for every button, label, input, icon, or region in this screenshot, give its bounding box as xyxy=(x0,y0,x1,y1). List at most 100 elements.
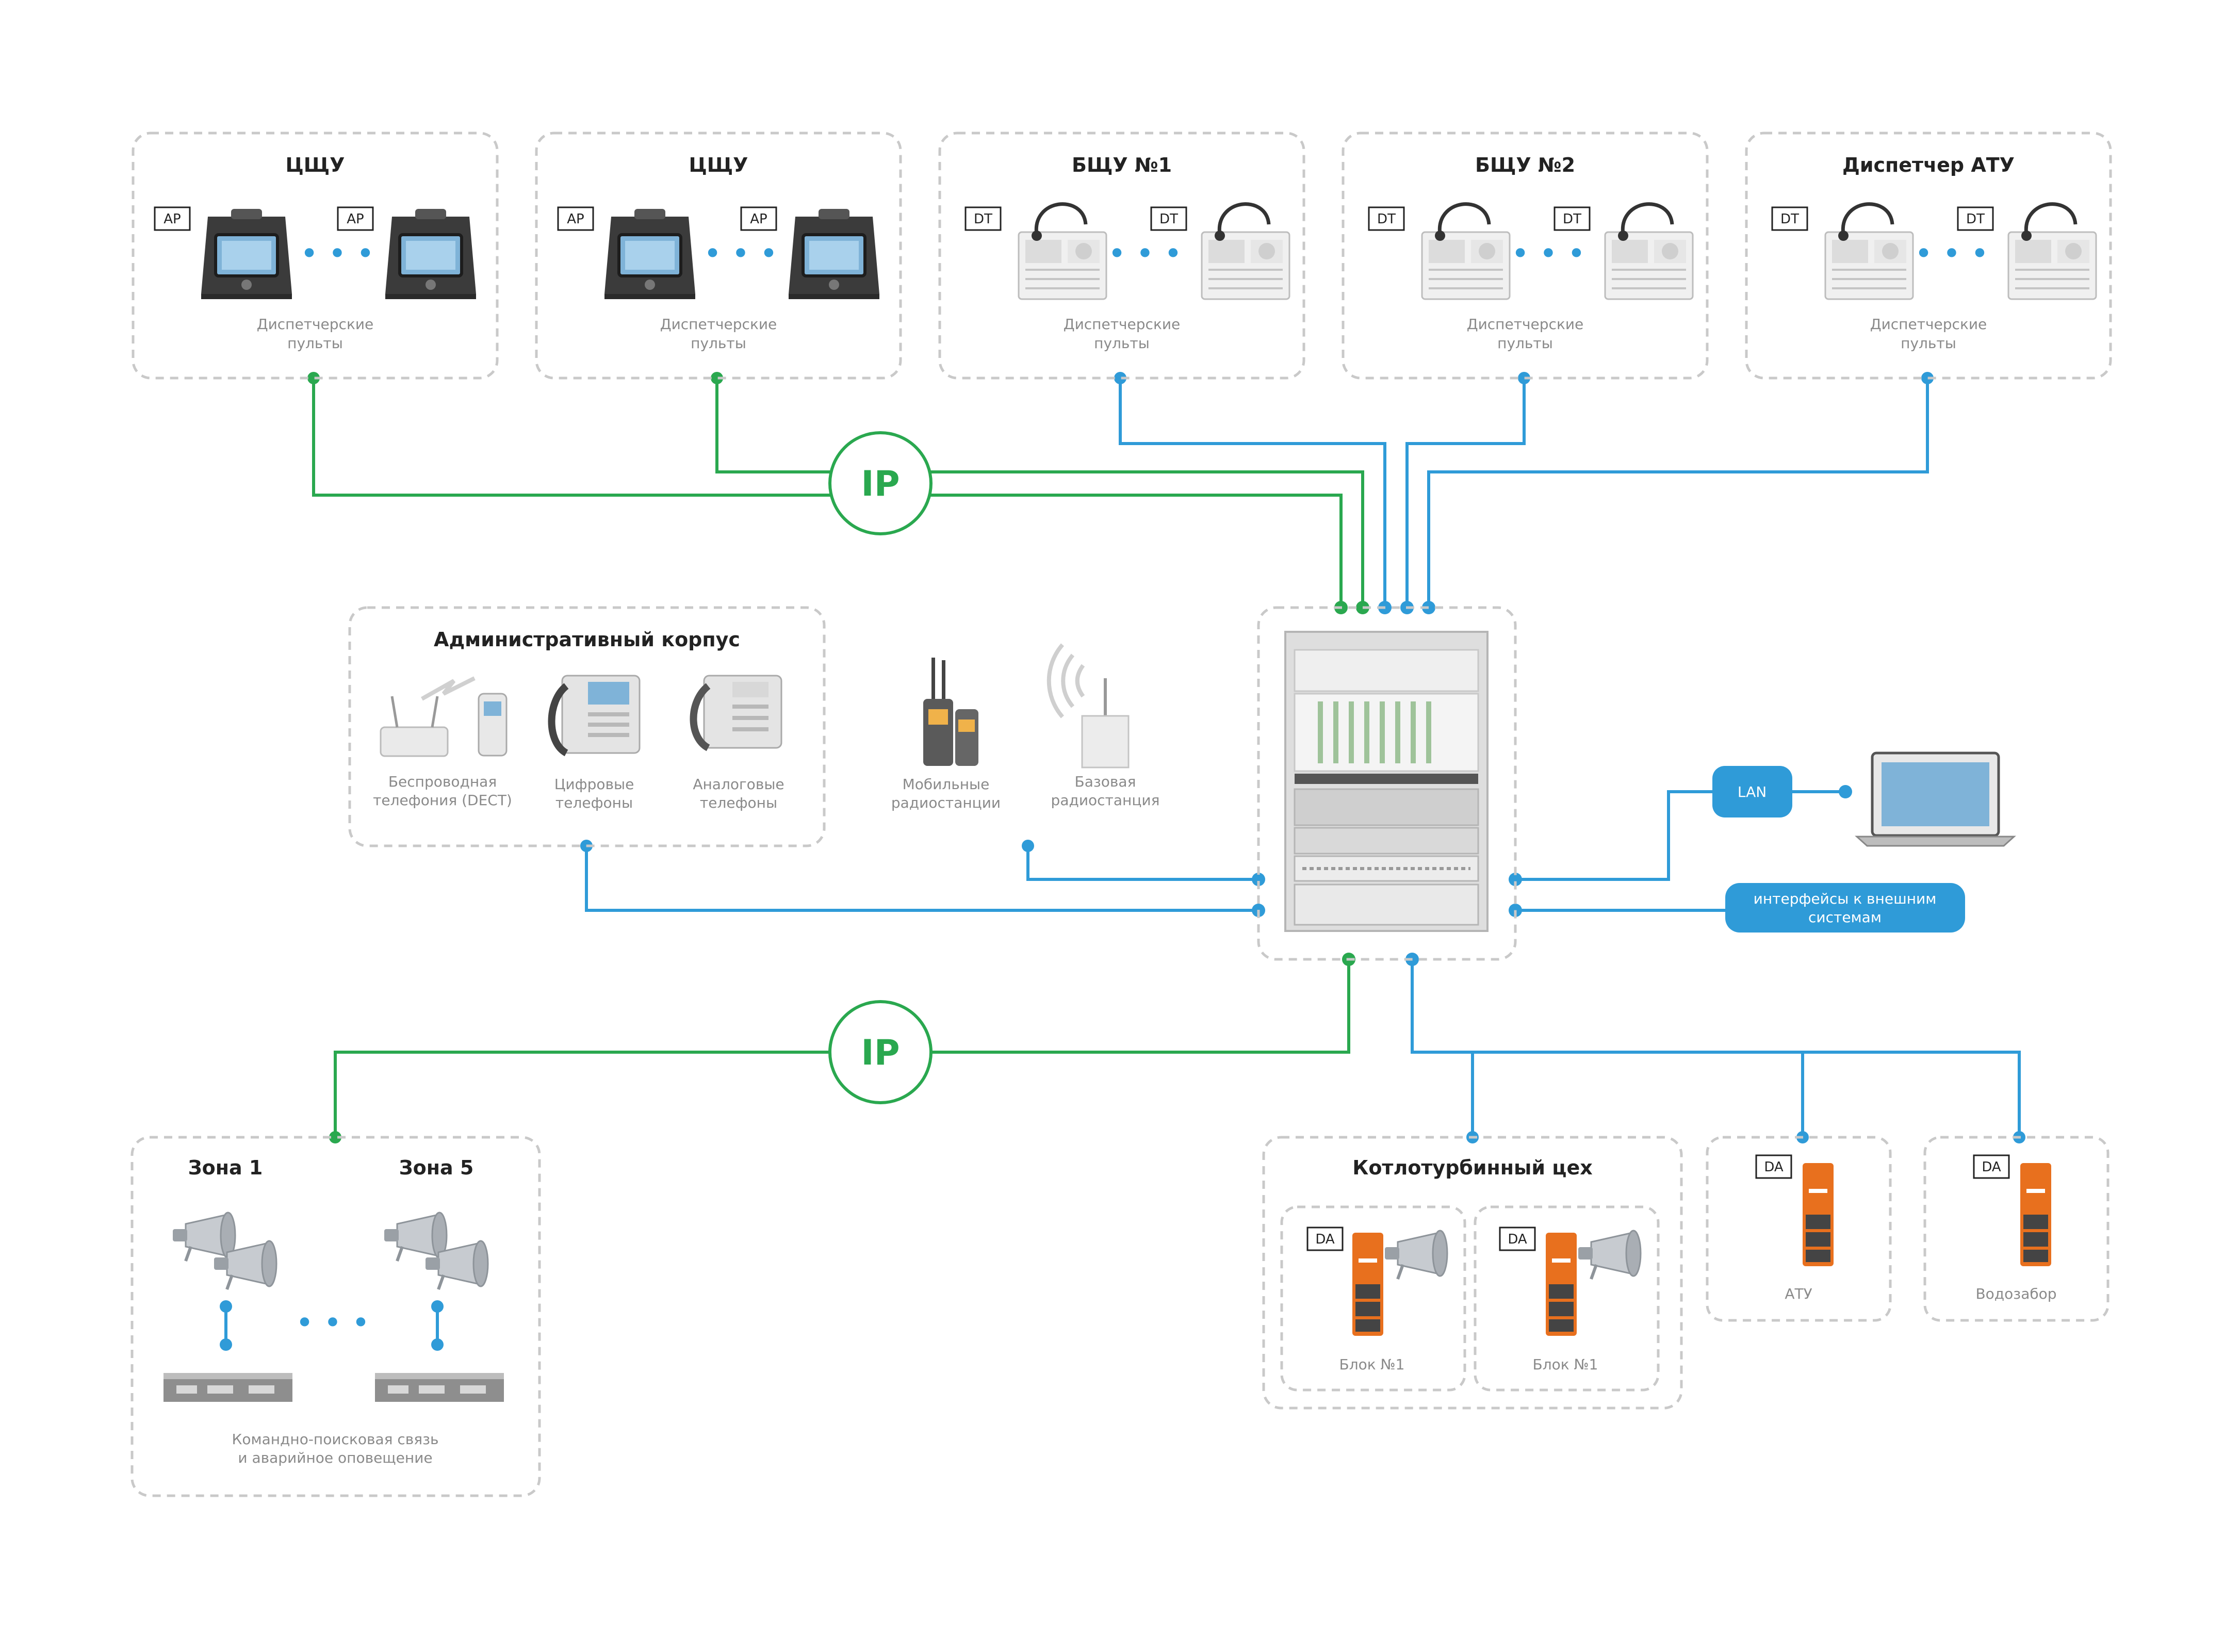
svg-text:системам: системам xyxy=(1808,909,1882,926)
dt-console-icon xyxy=(2008,204,2096,299)
svg-text:Зона 1: Зона 1 xyxy=(188,1156,263,1179)
svg-text:DT: DT xyxy=(1159,211,1178,227)
orange-intercom-icon xyxy=(2020,1163,2051,1266)
svg-text:DA: DA xyxy=(1982,1159,2001,1175)
svg-text:телефоны: телефоны xyxy=(700,794,777,811)
digital-phone-icon xyxy=(548,675,641,757)
svg-text:и аварийное оповещение: и аварийное оповещение xyxy=(238,1449,432,1466)
external-interfaces-badge: интерфейсы к внешним системам xyxy=(1725,883,1965,933)
tag-dt xyxy=(1150,206,1187,231)
central-server-rack xyxy=(1257,606,1517,961)
orange-intercom-icon xyxy=(1352,1233,1383,1336)
panel-bshu-1: БЩУ №1 DT DT • • • Диспетчерские пульты xyxy=(938,132,1305,380)
svg-text:• • •: • • • xyxy=(1915,236,1989,272)
svg-text:телефония (DECT): телефония (DECT) xyxy=(373,792,512,809)
svg-text:АТУ: АТУ xyxy=(1785,1285,1812,1302)
svg-text:Зона 5: Зона 5 xyxy=(399,1156,474,1179)
svg-text:DT: DT xyxy=(1377,211,1396,227)
ap-console-icon xyxy=(789,209,879,299)
svg-text:радиостанция: радиостанция xyxy=(1051,792,1160,809)
ip-node-bottom: IP xyxy=(828,1000,933,1104)
dt-console-icon xyxy=(1019,204,1106,299)
horn-speaker-icon xyxy=(1578,1231,1641,1279)
svg-text:• • •: • • • xyxy=(296,1305,370,1341)
svg-text:БЩУ №2: БЩУ №2 xyxy=(1475,154,1575,176)
svg-text:радиостанции: радиостанции xyxy=(891,794,1001,811)
svg-text:AP: AP xyxy=(163,211,181,227)
svg-text:Диспетчерские: Диспетчерские xyxy=(257,316,374,333)
analog-phone-icon xyxy=(690,675,782,751)
horn-speaker-icon xyxy=(384,1213,447,1261)
tag-dt xyxy=(1368,206,1405,231)
tag-ap xyxy=(557,206,594,231)
svg-text:DT: DT xyxy=(974,211,992,227)
orange-intercom-icon xyxy=(1546,1233,1577,1336)
panel-atu: DA АТУ xyxy=(1706,1136,1892,1322)
dt-console-icon xyxy=(1825,204,1913,299)
svg-text:DT: DT xyxy=(1780,211,1799,227)
tag-ap xyxy=(154,206,191,231)
dt-console-icon xyxy=(1202,204,1289,299)
tag-dt xyxy=(964,206,1002,231)
svg-text:DA: DA xyxy=(1315,1232,1335,1247)
dect-phone-icon xyxy=(380,676,508,757)
svg-text:AP: AP xyxy=(567,211,584,227)
svg-text:DA: DA xyxy=(1764,1159,1784,1175)
connection-dots xyxy=(307,372,2025,1143)
horn-speaker-icon xyxy=(1385,1231,1447,1279)
svg-text:телефоны: телефоны xyxy=(555,794,633,811)
svg-text:Мобильные: Мобильные xyxy=(903,776,990,793)
tag-dt xyxy=(1771,206,1808,231)
panel-water-intake: DA Водозабор xyxy=(1923,1136,2109,1322)
panel-cshu-2: ЦЩУ AP AP • • • Диспетчерские пульты xyxy=(535,132,902,380)
svg-text:• • •: • • • xyxy=(1511,236,1585,272)
svg-text:пульты: пульты xyxy=(691,335,746,352)
panel-admin-building: Административный корпус Беспроводная тел… xyxy=(348,606,826,847)
svg-text:Блок №1: Блок №1 xyxy=(1533,1356,1598,1373)
ap-console-icon xyxy=(201,209,292,299)
laptop-icon xyxy=(1855,751,2016,847)
ap-console-icon xyxy=(604,209,695,299)
amplifier-icon xyxy=(375,1373,504,1402)
mobile-radio-icon xyxy=(923,658,978,766)
panel-dispatcher-atu: Диспетчер АТУ DT DT • • • Диспетчерские … xyxy=(1745,132,2112,380)
dt-console-icon xyxy=(1605,204,1693,299)
svg-text:DT: DT xyxy=(1563,211,1581,227)
svg-text:Диспетчер АТУ: Диспетчер АТУ xyxy=(1842,154,2015,176)
ap-console-icon xyxy=(385,209,476,299)
svg-text:DT: DT xyxy=(1966,211,1985,227)
svg-text:Котлотурбинный цех: Котлотурбинный цех xyxy=(1352,1156,1592,1179)
panel-boiler-turbine: Котлотурбинный цех DA Блок №1 DA Блок №1 xyxy=(1262,1136,1683,1410)
svg-text:• • •: • • • xyxy=(704,236,778,272)
svg-text:Командно-поисковая связь: Командно-поисковая связь xyxy=(232,1431,438,1448)
svg-text:пульты: пульты xyxy=(1094,335,1150,352)
ip-node-top: IP xyxy=(828,431,933,535)
svg-text:Административный корпус: Административный корпус xyxy=(434,628,740,651)
tag-ap xyxy=(337,206,374,231)
svg-text:ЦЩУ: ЦЩУ xyxy=(689,154,748,176)
svg-text:IP: IP xyxy=(861,464,900,504)
svg-text:Беспроводная: Беспроводная xyxy=(388,773,497,790)
svg-text:• • •: • • • xyxy=(1108,236,1182,272)
panel-cshu-1: ЦЩУ AP AP • • • Диспетчерские пульты xyxy=(132,132,499,380)
tag-dt xyxy=(1957,206,1994,231)
tag-ap xyxy=(740,206,777,231)
amplifier-icon xyxy=(163,1373,292,1402)
orange-intercom-icon xyxy=(1803,1163,1834,1266)
svg-text:Диспетчерские: Диспетчерские xyxy=(660,316,777,333)
svg-text:Базовая: Базовая xyxy=(1075,773,1136,790)
connection-lines xyxy=(312,378,2021,1137)
svg-text:AP: AP xyxy=(347,211,364,227)
svg-text:Диспетчерские: Диспетчерские xyxy=(1467,316,1584,333)
tag-dt xyxy=(1553,206,1591,231)
svg-text:Диспетчерские: Диспетчерские xyxy=(1064,316,1181,333)
svg-text:БЩУ №1: БЩУ №1 xyxy=(1072,154,1172,176)
svg-text:Водозабор: Водозабор xyxy=(1975,1285,2056,1302)
svg-text:Цифровые: Цифровые xyxy=(554,776,634,793)
block-1-right: DA Блок №1 xyxy=(1474,1205,1660,1392)
svg-text:• • •: • • • xyxy=(300,236,374,272)
svg-text:Диспетчерские: Диспетчерские xyxy=(1870,316,1987,333)
svg-text:пульты: пульты xyxy=(287,335,343,352)
base-station-icon xyxy=(1046,643,1130,768)
